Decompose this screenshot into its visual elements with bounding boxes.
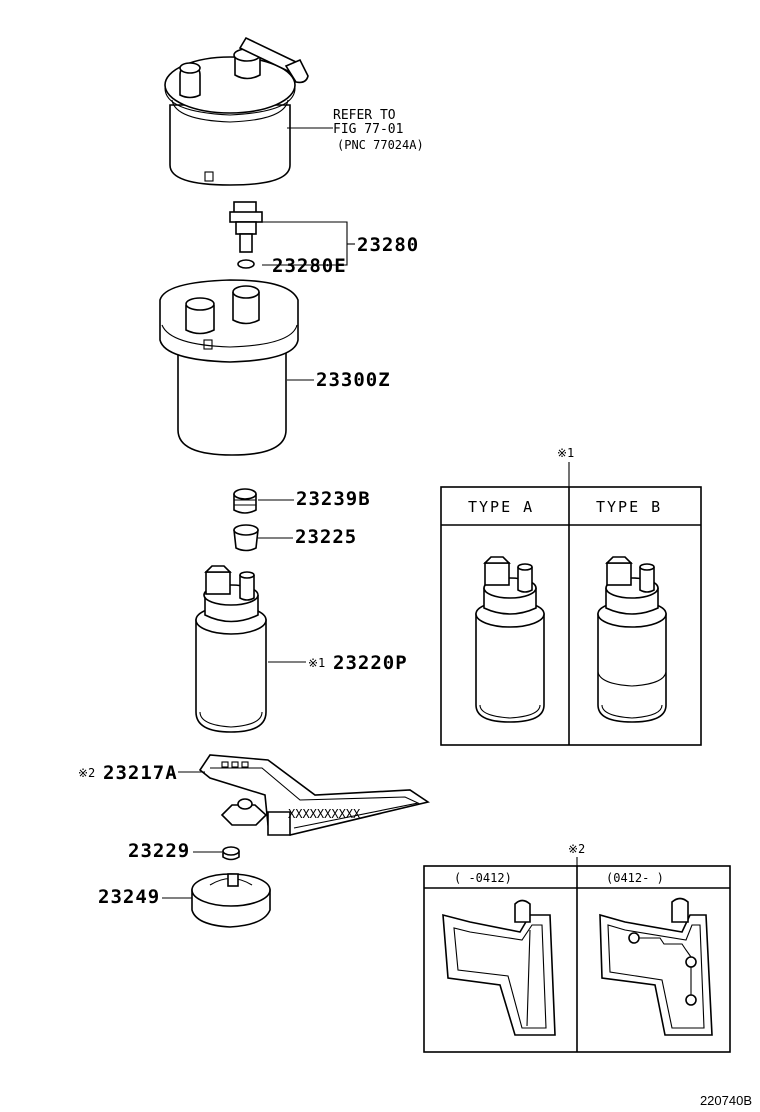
label-23249: 23249: [98, 886, 160, 908]
sub-tank-23300z[interactable]: [159, 279, 299, 456]
box1-type-b: TYPE B: [596, 498, 662, 516]
strainer-type-late: [599, 897, 713, 1036]
box2-mark: ※2: [568, 842, 585, 856]
cushion-23225[interactable]: [233, 524, 259, 552]
refer-note-line3: (PNC 77024A): [337, 138, 424, 152]
label-23280e: 23280E: [272, 255, 347, 277]
pump-type-b: [597, 556, 667, 723]
o-ring-23280e[interactable]: [237, 259, 255, 269]
label-23217a: 23217A: [103, 762, 178, 784]
box2-col-right: (0412- ): [606, 871, 664, 885]
label-23229: 23229: [128, 840, 190, 862]
fuel-filter[interactable]: [164, 36, 309, 186]
strainer-23217a[interactable]: XXXXXXXXXX: [198, 754, 430, 836]
box1-type-a: TYPE A: [468, 498, 534, 516]
figure-number: 220740B: [700, 1093, 752, 1108]
label-23300z: 23300Z: [316, 369, 391, 391]
refer-note-line1: REFER TO: [333, 108, 396, 123]
connector-23280[interactable]: [229, 201, 263, 253]
label-23225: 23225: [295, 526, 357, 548]
box1-mark: ※1: [557, 446, 574, 460]
refer-note-line2: FIG 77-01: [333, 122, 403, 137]
label-23220p-mark: ※1: [308, 656, 325, 670]
clamp-23249[interactable]: [191, 873, 271, 928]
strainer-type-early: [442, 899, 556, 1036]
inset-box-2: [423, 865, 731, 1053]
box2-col-left: ( -0412): [454, 871, 512, 885]
label-23217a-mark: ※2: [78, 766, 95, 780]
strainer-text: XXXXXXXXXX: [288, 807, 361, 821]
label-23220p: 23220P: [333, 652, 408, 674]
pump-type-a: [475, 556, 545, 723]
label-23280: 23280: [357, 234, 419, 256]
label-23239b: 23239B: [296, 488, 371, 510]
clamp-23229[interactable]: [222, 846, 240, 861]
fuel-pump-23220p[interactable]: [195, 565, 267, 733]
cushion-23239b[interactable]: [233, 488, 257, 514]
inset-box-1: [440, 486, 702, 746]
